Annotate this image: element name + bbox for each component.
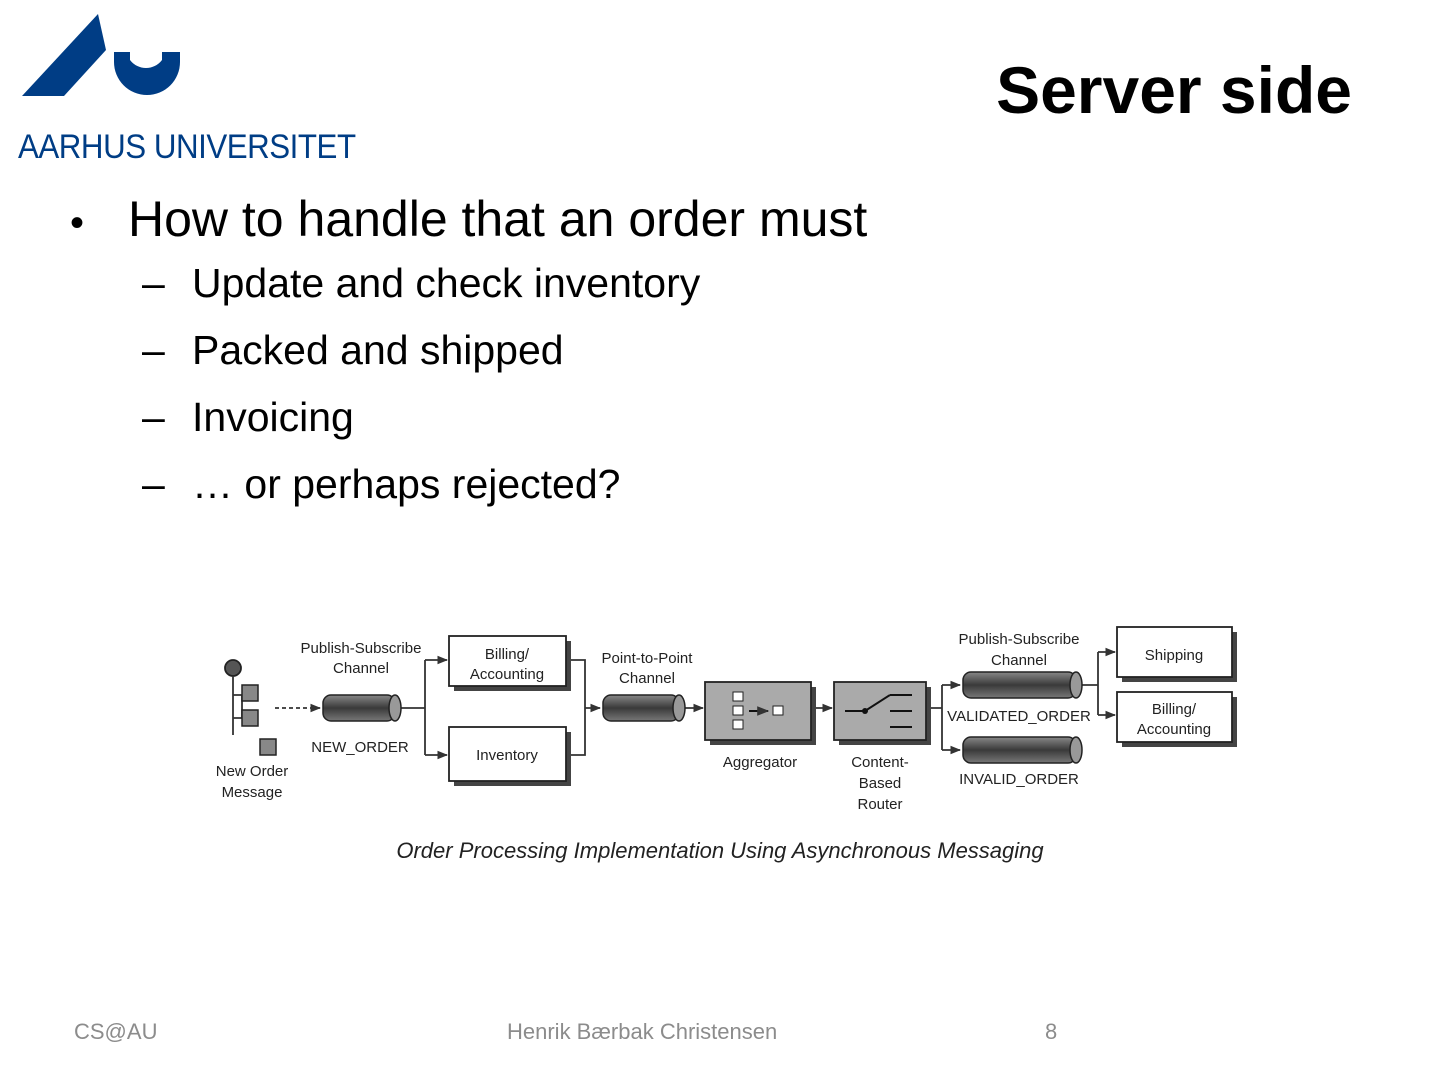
bullet-list: • How to handle that an order must –Upda… — [70, 190, 1270, 528]
router-box — [833, 681, 931, 745]
channel-invalid-order — [962, 736, 1083, 764]
message-root-icon — [224, 659, 242, 677]
billing-2-label: Accounting — [1137, 721, 1211, 738]
shipping-label: Shipping — [1145, 647, 1203, 664]
sub-item-text: … or perhaps rejected? — [192, 461, 621, 507]
logo-text: AARHUS UNIVERSITET — [18, 128, 356, 166]
p2p-label: Channel — [619, 670, 675, 687]
billing-2-label: Billing/ — [1152, 701, 1197, 718]
pubsub-1-label: Publish-Subscribe — [301, 640, 422, 657]
billing-1-label: Billing/ — [485, 646, 530, 663]
channel-point-to-point — [602, 694, 686, 722]
inventory-label: Inventory — [476, 747, 538, 764]
sub-item: –Invoicing — [142, 394, 354, 440]
billing-box-2 — [1116, 691, 1237, 747]
aarhus-university-logo — [22, 14, 180, 96]
inventory-box — [448, 726, 571, 786]
bullet-dot: • — [70, 201, 85, 245]
sub-item: –… or perhaps rejected? — [142, 461, 621, 507]
bullet-text: How to handle that an order must — [128, 191, 868, 247]
pubsub-1-label: Channel — [333, 660, 389, 677]
router-label: Router — [857, 796, 902, 813]
slide-title: Server side — [996, 53, 1352, 127]
message-part-icon — [241, 709, 259, 727]
router-label: Based — [859, 775, 902, 792]
sub-item-text: Update and check inventory — [192, 260, 701, 306]
message-part-icon — [259, 738, 277, 756]
pubsub-2-label: Publish-Subscribe — [959, 631, 1080, 648]
sub-item: –Update and check inventory — [142, 260, 701, 306]
message-part-icon — [241, 684, 259, 702]
sub-item-text: Invoicing — [192, 394, 354, 440]
sub-item-text: Packed and shipped — [192, 327, 564, 373]
shipping-box — [1116, 626, 1237, 682]
validated-order-label: VALIDATED_ORDER — [947, 708, 1091, 725]
bullet-item: • How to handle that an order must — [70, 190, 1270, 260]
new-order-message-label: New Order — [216, 763, 289, 780]
pubsub-2-label: Channel — [991, 652, 1047, 669]
aggregator-label: Aggregator — [723, 754, 797, 771]
sub-bullet-list: –Update and check inventory –Packed and … — [142, 260, 1270, 528]
p2p-label: Point-to-Point — [602, 650, 694, 667]
billing-1-label: Accounting — [470, 666, 544, 683]
billing-box-1 — [448, 635, 571, 691]
channel-validated-order — [962, 671, 1083, 699]
new-order-message-label: Message — [222, 784, 283, 801]
diagram-caption: Order Processing Implementation Using As… — [396, 838, 1044, 863]
order-processing-diagram: New Order Message Publish-Subscribe Chan… — [216, 626, 1237, 863]
footer-left: CS@AU — [74, 1019, 158, 1044]
page-number: 8 — [1045, 1019, 1058, 1044]
footer-author: Henrik Bærbak Christensen — [507, 1019, 778, 1044]
new-order-channel-label: NEW_ORDER — [311, 739, 409, 756]
invalid-order-label: INVALID_ORDER — [959, 771, 1079, 788]
channel-new-order — [322, 694, 402, 722]
router-label: Content- — [851, 754, 909, 771]
aggregator-box — [704, 681, 816, 745]
sub-item: –Packed and shipped — [142, 327, 564, 373]
